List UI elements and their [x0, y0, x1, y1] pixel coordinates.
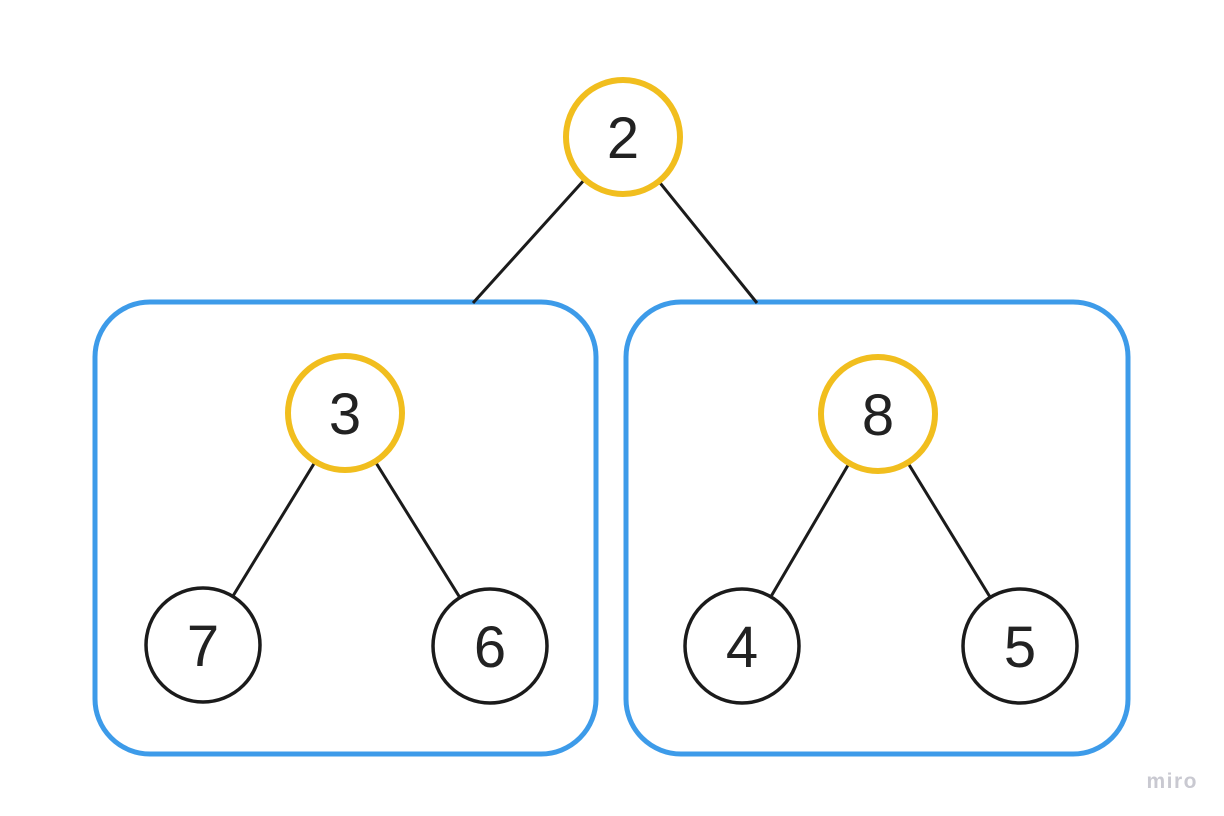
node-label-4: 4 — [726, 615, 758, 680]
node-label-8: 8 — [862, 383, 894, 448]
tree-node-5[interactable]: 5 — [961, 587, 1079, 705]
node-circle-7[interactable] — [144, 586, 262, 704]
tree-node-2[interactable]: 2 — [563, 77, 683, 197]
miro-watermark: miro — [1146, 770, 1198, 793]
node-circle-4[interactable] — [683, 587, 801, 705]
node-label-7: 7 — [187, 614, 219, 679]
tree-node-8[interactable]: 8 — [818, 354, 938, 474]
node-label-2: 2 — [607, 106, 639, 171]
node-circle-5[interactable] — [961, 587, 1079, 705]
node-circle-6[interactable] — [431, 587, 549, 705]
node-circle-8[interactable] — [818, 354, 938, 474]
tree-node-6[interactable]: 6 — [431, 587, 549, 705]
node-circle-3[interactable] — [285, 353, 405, 473]
tree-node-7[interactable]: 7 — [144, 586, 262, 704]
tree-node-4[interactable]: 4 — [683, 587, 801, 705]
node-label-5: 5 — [1004, 615, 1036, 680]
tree-node-3[interactable]: 3 — [285, 353, 405, 473]
node-circle-2[interactable] — [563, 77, 683, 197]
node-label-6: 6 — [474, 615, 506, 680]
group-frame-right-subtree[interactable] — [623, 299, 1131, 757]
group-frame-left-subtree[interactable] — [92, 299, 599, 757]
node-label-3: 3 — [329, 382, 361, 447]
